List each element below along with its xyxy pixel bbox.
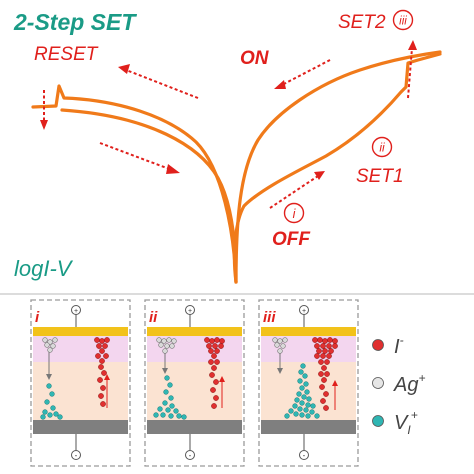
peach-layer [147, 362, 242, 420]
minus-terminal [71, 450, 81, 460]
arrow-off-sweep [99, 142, 173, 171]
arrowhead-set2 [408, 40, 417, 50]
reset-sweep-curve [31, 84, 238, 284]
plus-sign: + [302, 308, 306, 315]
arrow-set2-rise [407, 47, 413, 99]
legend-swatch-silver [372, 377, 384, 389]
legend-superscript: - [400, 333, 404, 347]
legend-symbol: Ag [393, 374, 418, 396]
arrowhead-reset [118, 64, 130, 74]
set2-label: SET2 [338, 12, 386, 33]
vacancy-cluster [284, 363, 320, 419]
legend-superscript: + [418, 371, 425, 385]
axis-label: logI-V [14, 256, 74, 281]
cell-label: ii [149, 309, 158, 326]
sweep-arrows [43, 47, 413, 209]
legend-swatch-vacancy [372, 415, 384, 427]
ag-ion-cluster [156, 337, 177, 354]
set1-label: SET1 [356, 166, 404, 187]
legend-symbol: V [394, 412, 409, 434]
figure-title: 2-Step SET [13, 9, 137, 35]
minus-sign: - [303, 451, 306, 460]
step-marker-circle [283, 202, 305, 224]
top-electrode [33, 327, 128, 336]
minus-terminal [299, 450, 309, 460]
off-label: OFF [272, 229, 311, 250]
arrowhead-off [166, 164, 180, 174]
ag-arrowhead [277, 368, 283, 374]
ag-arrowhead [46, 374, 52, 380]
legend-label-iodide: I- [394, 333, 404, 358]
cell-frame [258, 299, 359, 467]
legend-symbol: I [394, 336, 400, 358]
legend-item-iodide: I- [372, 333, 404, 358]
step-marker-i-text: i [293, 207, 297, 221]
bottom-panel: + - i [30, 299, 425, 467]
step-marker-iii-text: iii [399, 16, 407, 28]
iodide-ion-column [94, 337, 110, 407]
vacancy-cluster [40, 383, 63, 420]
iodide-arrowhead [332, 380, 338, 386]
device-cell-iii: + - iii [258, 299, 359, 467]
reset-label: RESET [34, 44, 99, 65]
minus-sign: - [189, 451, 192, 460]
step-marker-ii: ii [371, 136, 393, 158]
step-marker-i: i [283, 202, 305, 224]
step-marker-circle [371, 136, 393, 158]
plus-terminal [71, 305, 81, 315]
legend-label-silver: Ag+ [393, 371, 425, 396]
legend: I- Ag+ VI+ [372, 333, 425, 437]
plus-terminal [185, 305, 195, 315]
arrow-set1-sweep [269, 175, 319, 209]
minus-sign: - [75, 451, 78, 460]
on-state-curve [234, 50, 442, 284]
minus-terminal [185, 450, 195, 460]
legend-subscript: I [407, 423, 411, 437]
cell-frame [144, 299, 245, 467]
bottom-electrode [261, 420, 356, 434]
ag-ion-cluster [42, 337, 58, 353]
device-cell-i: + - i [30, 299, 131, 467]
arrowhead-set1 [314, 171, 325, 180]
ag-arrowhead [162, 368, 168, 374]
set-sweep-curve [232, 52, 442, 284]
arrow-reset-direction [125, 69, 199, 99]
arrow-heads [40, 40, 417, 180]
device-cell-ii: + - ii [144, 299, 245, 467]
legend-label-vacancy: VI+ [394, 408, 418, 437]
bottom-electrode [147, 420, 242, 434]
ag-ion-cluster [272, 337, 288, 354]
bottom-electrode [33, 420, 128, 434]
top-electrode [261, 327, 356, 336]
cell-label: i [35, 309, 40, 326]
plus-sign: + [188, 308, 192, 315]
cell-label: iii [263, 309, 276, 326]
legend-item-silver: Ag+ [372, 371, 425, 396]
plus-terminal [299, 305, 309, 315]
top-panel: 2-Step SET logI-V RESET SET [13, 9, 442, 284]
off-state-curve [60, 108, 238, 284]
legend-superscript: + [411, 408, 418, 422]
vacancy-cluster [153, 375, 187, 420]
step-marker-ii-text: ii [379, 141, 385, 155]
step-marker-iii: iii [392, 9, 414, 31]
on-label: ON [240, 48, 270, 69]
iodide-arrowhead [219, 376, 225, 382]
iv-curves [31, 50, 442, 284]
arrow-on-sweep [279, 59, 331, 87]
arrowhead-reset-drop [40, 120, 48, 130]
legend-item-vacancy: VI+ [372, 408, 418, 437]
iodide-arrowhead [104, 374, 110, 380]
iodide-ion-column [312, 337, 338, 411]
iodide-ion-column [204, 337, 225, 409]
cell-frame [30, 299, 131, 467]
plus-sign: + [74, 308, 78, 315]
top-electrode [147, 327, 242, 336]
step-marker-circle [392, 9, 414, 31]
legend-swatch-iodide [372, 339, 384, 351]
arrowhead-on [274, 80, 286, 89]
